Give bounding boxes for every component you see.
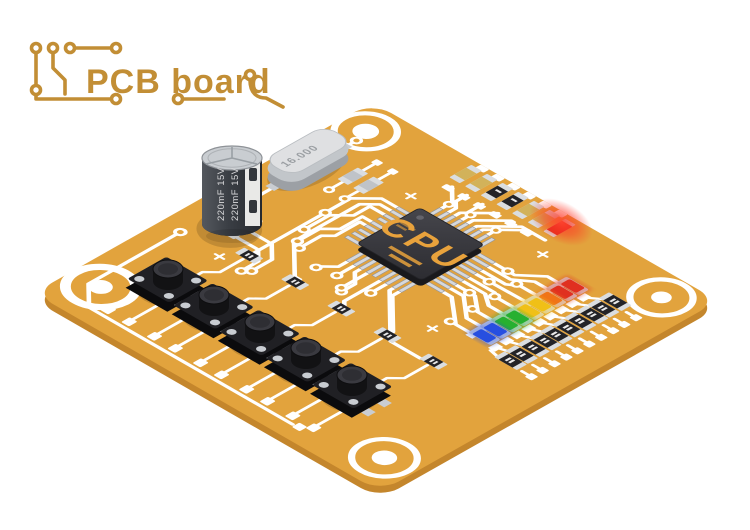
smd-capacitor-2 xyxy=(353,176,384,194)
tactile-button-3-plunger xyxy=(244,312,276,343)
cpu-chip: CPU xyxy=(358,208,483,280)
smd-resistor-5 xyxy=(552,318,585,338)
logo-circuit-decoration xyxy=(29,41,285,109)
button-resistor-1 xyxy=(235,247,263,264)
led-1 xyxy=(554,275,592,297)
smd-resistor-10 xyxy=(494,351,527,370)
led-5 xyxy=(509,300,548,322)
button-resistor-4 xyxy=(373,327,402,343)
button-resistor-2 xyxy=(281,274,310,290)
mounting-hole-bottom xyxy=(347,437,421,479)
led-4 xyxy=(520,294,559,316)
tactile-button-2-plunger xyxy=(198,285,230,316)
smd-resistor-2 xyxy=(587,299,620,318)
led-7 xyxy=(487,312,526,335)
capacitor-label-2: 220mF 15V xyxy=(230,167,241,221)
smd-resistor-3 xyxy=(576,305,609,324)
top-resistor-1 xyxy=(481,183,513,201)
led-3 xyxy=(531,287,570,310)
solder-pads xyxy=(101,159,643,433)
crystal-oscillator: 16.000 xyxy=(265,129,353,192)
logo: PCB board xyxy=(29,41,285,109)
led-6 xyxy=(498,306,537,328)
electrolytic-capacitor: 220mF 15V 220mF 15V xyxy=(201,145,263,243)
smd-resistor-9 xyxy=(505,345,538,364)
smd-resistor-4 xyxy=(564,312,597,331)
side-capacitors xyxy=(337,167,384,194)
led-row xyxy=(465,275,592,347)
led-2 xyxy=(543,281,581,303)
button-resistors xyxy=(235,247,448,370)
button-resistor-5 xyxy=(419,353,448,370)
smd-resistor-row xyxy=(494,292,632,370)
button-resistor-3 xyxy=(327,300,356,317)
smd-resistor-1 xyxy=(599,292,632,311)
mounting-hole-right xyxy=(626,277,697,318)
smd-resistor-6 xyxy=(540,325,573,344)
tactile-button-5-plunger xyxy=(336,365,368,396)
logo-text: PCB board xyxy=(86,63,271,101)
mounting-hole-left xyxy=(59,263,142,311)
led-9 xyxy=(465,325,504,347)
top-capacitor-2 xyxy=(465,174,497,192)
red-led-glow xyxy=(529,198,593,246)
led-8 xyxy=(476,318,515,341)
smd-resistor-7 xyxy=(529,331,562,351)
button-plungers xyxy=(152,259,368,396)
smd-resistor-8 xyxy=(517,338,550,357)
cpu-microtext xyxy=(387,221,423,268)
tactile-button-4-plunger xyxy=(290,338,322,369)
tactile-button-1-plunger xyxy=(152,259,184,290)
capacitor-label: 220mF 15V xyxy=(216,167,227,221)
top-resistor-2 xyxy=(496,192,529,210)
cpu-pin1-dot xyxy=(416,215,424,220)
top-capacitor-1 xyxy=(449,165,482,183)
smd-capacitor-1 xyxy=(337,167,368,185)
